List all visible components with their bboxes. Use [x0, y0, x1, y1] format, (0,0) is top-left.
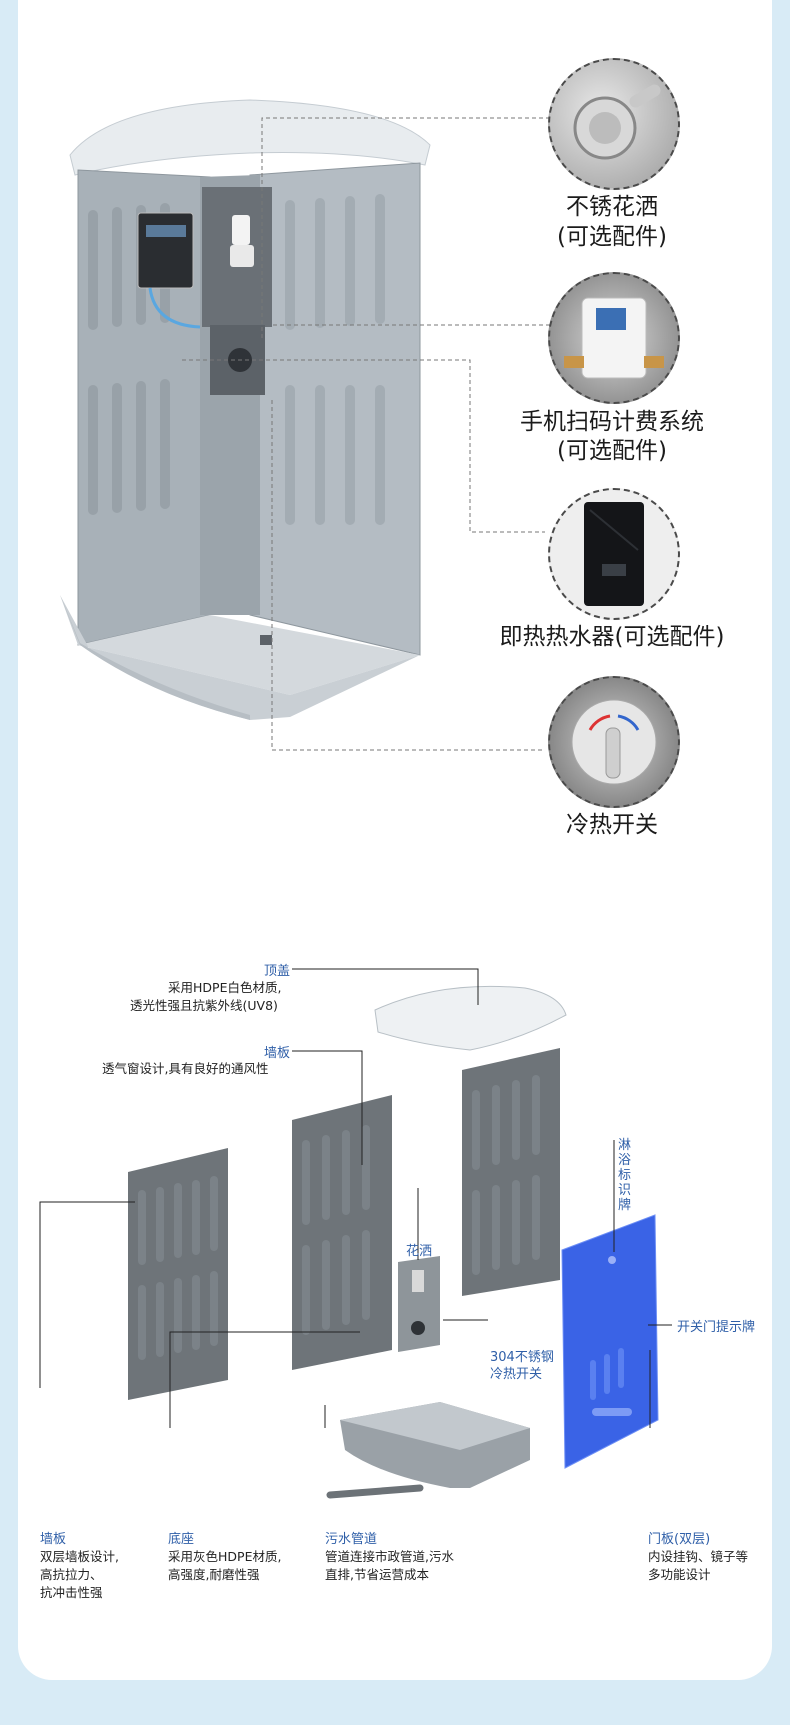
scan-billing-thumbnail — [548, 272, 680, 404]
door-desc-1: 内设挂钩、镜子等 — [648, 1549, 749, 1564]
mixer-valve-icon — [571, 699, 657, 785]
base-desc-1: 采用灰色HDPE材质, — [168, 1549, 282, 1564]
top-cover-desc-2: 透光性强且抗紫外线(UV8) — [130, 998, 278, 1013]
water-heater-icon — [584, 502, 644, 606]
door-title: 门板(双层) — [648, 1532, 711, 1547]
wall-upper-desc: 透气窗设计,具有良好的通风性 — [102, 1061, 269, 1076]
drain-title: 污水管道 — [325, 1532, 378, 1547]
base-desc-2: 高强度,耐磨性强 — [168, 1567, 260, 1582]
switch-line-2: 冷热开关 — [490, 1367, 543, 1382]
accessory-2-note: (可选配件) — [557, 438, 667, 464]
accessory-3-name: 即热热水器(可选配件) — [499, 624, 725, 650]
shower-sign-title: 淋浴标识牌 — [618, 1138, 632, 1213]
drain-desc-1: 管道连接市政管道,污水 — [325, 1549, 454, 1564]
water-heater-thumbnail — [548, 488, 680, 620]
shower-head-thumbnail — [548, 58, 680, 190]
wall-lower-desc-2: 高抗拉力、 — [40, 1567, 103, 1582]
drain-desc-2: 直排,节省运营成本 — [325, 1567, 429, 1582]
wall-lower-title: 墙板 — [40, 1532, 67, 1547]
door-desc-2: 多功能设计 — [648, 1567, 711, 1582]
accessory-4-name: 冷热开关 — [566, 812, 658, 838]
shower-title: 花洒 — [406, 1244, 433, 1259]
shower-head-icon — [573, 84, 661, 160]
door-sign-title: 开关门提示牌 — [677, 1320, 756, 1335]
accessory-1-name: 不锈花洒 — [566, 194, 658, 220]
switch-line-1: 304不锈钢 — [490, 1350, 554, 1365]
mixer-valve-thumbnail — [548, 676, 680, 808]
accessory-leader-lines — [182, 117, 550, 751]
base-title: 底座 — [168, 1532, 195, 1547]
accessory-1-note: (可选配件) — [557, 224, 667, 250]
top-cover-title: 顶盖 — [264, 964, 291, 979]
exploded-parts-diagram — [39, 968, 672, 1499]
scan-billing-icon — [564, 297, 664, 379]
accessory-2-name: 手机扫码计费系统 — [520, 409, 704, 435]
wall-upper-title: 墙板 — [264, 1046, 291, 1061]
wall-lower-desc-1: 双层墙板设计, — [40, 1549, 119, 1564]
top-cover-desc-1: 采用HDPE白色材质, — [168, 980, 282, 995]
shower-cabin-illustration — [60, 99, 431, 720]
wall-lower-desc-3: 抗冲击性强 — [40, 1585, 103, 1600]
